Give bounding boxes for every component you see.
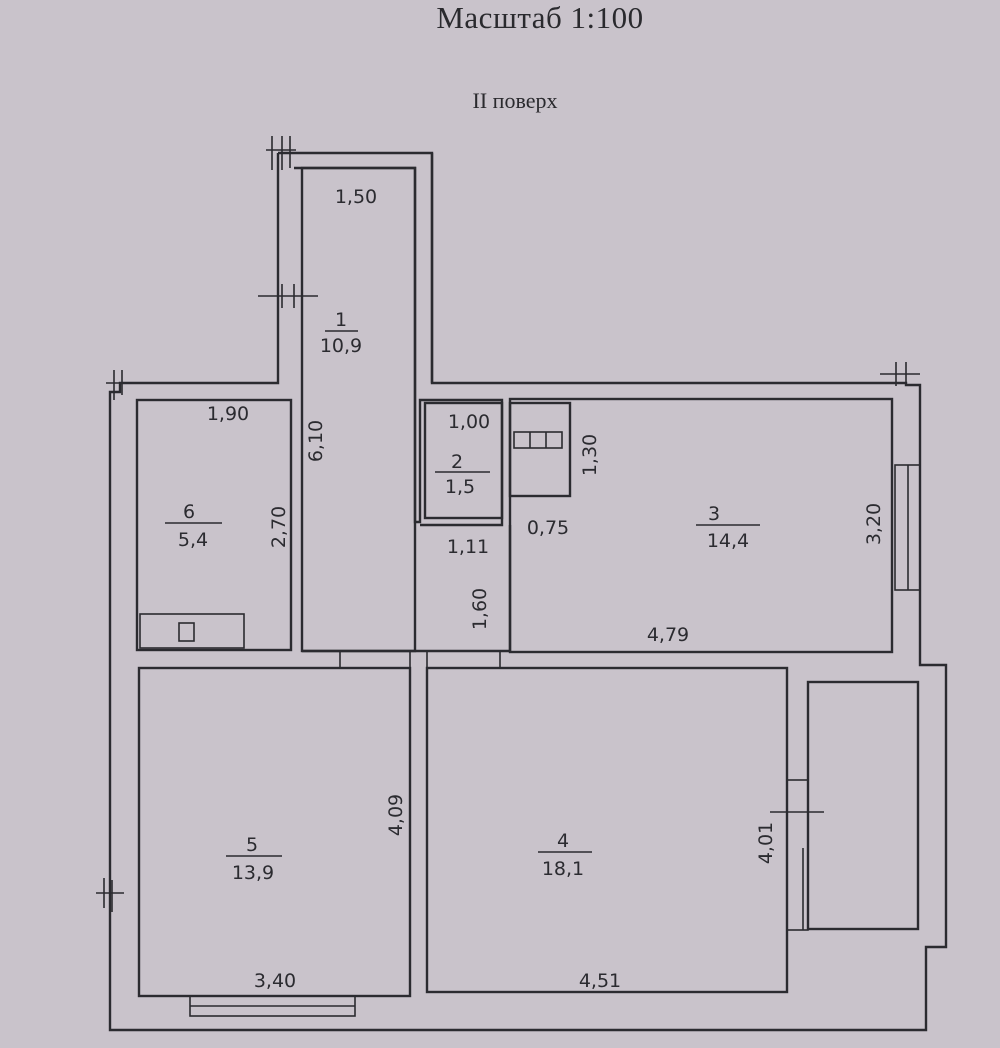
tick-mark-right [880, 362, 920, 386]
outer-wall-outer [108, 151, 948, 1032]
shower-fixture [513, 431, 563, 449]
room-2-outline [423, 401, 504, 520]
floor-subtitle: II поверх [472, 88, 558, 113]
shower-niche [508, 401, 572, 498]
room-2-area: 1,5 [445, 476, 475, 498]
balcony-door [786, 779, 809, 931]
room-2-number: 2 [451, 451, 463, 473]
room-5-number: 5 [246, 834, 258, 856]
room-4-area: 18,1 [542, 858, 584, 880]
corridor-outline [300, 166, 417, 653]
dim-4-79: 4,79 [647, 624, 689, 646]
room-5-area: 13,9 [232, 862, 274, 884]
dim-4-09: 4,09 [385, 794, 407, 836]
tick-mark-lower-left [96, 878, 124, 912]
door-room-4 [426, 650, 501, 669]
dim-2-70: 2,70 [268, 506, 290, 548]
bath-fixture-tap [178, 622, 195, 642]
room-4-number: 4 [557, 830, 569, 852]
dim-1-50: 1,50 [335, 186, 377, 208]
scale-title: Масштаб 1:100 [436, 0, 644, 35]
balcony-outline [806, 680, 920, 931]
room-3-number: 3 [708, 503, 720, 525]
dim-1-30: 1,30 [579, 434, 601, 476]
room-3-outline [508, 397, 894, 654]
dim-4-51: 4,51 [579, 970, 621, 992]
dim-0-75: 0,75 [527, 517, 569, 539]
room-6-number: 6 [183, 501, 195, 523]
dim-1-00: 1,00 [448, 411, 490, 433]
bath-fixture [139, 613, 245, 649]
room-6-outline [135, 398, 293, 652]
tick-mark-left [106, 370, 132, 400]
room-1-area: 10,9 [320, 335, 362, 357]
room-6-area: 5,4 [178, 529, 208, 551]
room-4-outline [425, 666, 789, 994]
dim-1-11: 1,11 [447, 536, 489, 558]
dim-3-40: 3,40 [254, 970, 296, 992]
dim-1-90: 1,90 [207, 403, 249, 425]
room-1-number: 1 [335, 309, 347, 331]
dim-6-10: 6,10 [305, 420, 327, 462]
tick-mark-corridor [258, 284, 318, 308]
door-room-5 [339, 650, 411, 669]
dim-1-60: 1,60 [469, 588, 491, 630]
room-5-outline [137, 666, 412, 998]
dim-4-01: 4,01 [755, 822, 777, 864]
tick-mark-top [266, 136, 296, 170]
dim-3-20: 3,20 [863, 503, 885, 545]
room-3-area: 14,4 [707, 530, 749, 552]
